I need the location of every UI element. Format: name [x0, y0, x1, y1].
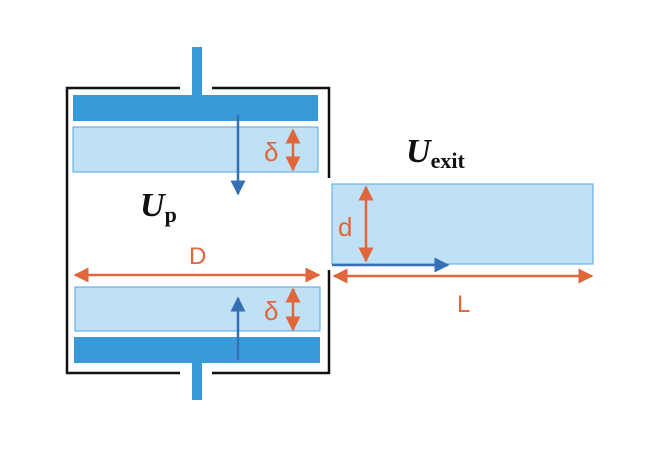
delta-bottom-label: δ	[264, 296, 278, 326]
top-piston-rod	[192, 47, 202, 95]
bottom-piston-rod	[192, 360, 202, 400]
chamber-outline	[65, 86, 331, 375]
delta-top-label: δ	[264, 137, 278, 167]
exit-channel	[331, 183, 594, 265]
bottom-piston-plate	[74, 337, 320, 363]
u-exit-label: Uexit	[406, 133, 465, 173]
d-label: d	[338, 212, 352, 242]
bottom-fluid-layer	[74, 286, 321, 332]
D-label: D	[189, 243, 206, 270]
L-label: L	[457, 291, 470, 318]
u-p-label: Up	[140, 187, 177, 227]
top-fluid-layer	[72, 126, 319, 173]
top-piston-plate	[73, 95, 318, 121]
